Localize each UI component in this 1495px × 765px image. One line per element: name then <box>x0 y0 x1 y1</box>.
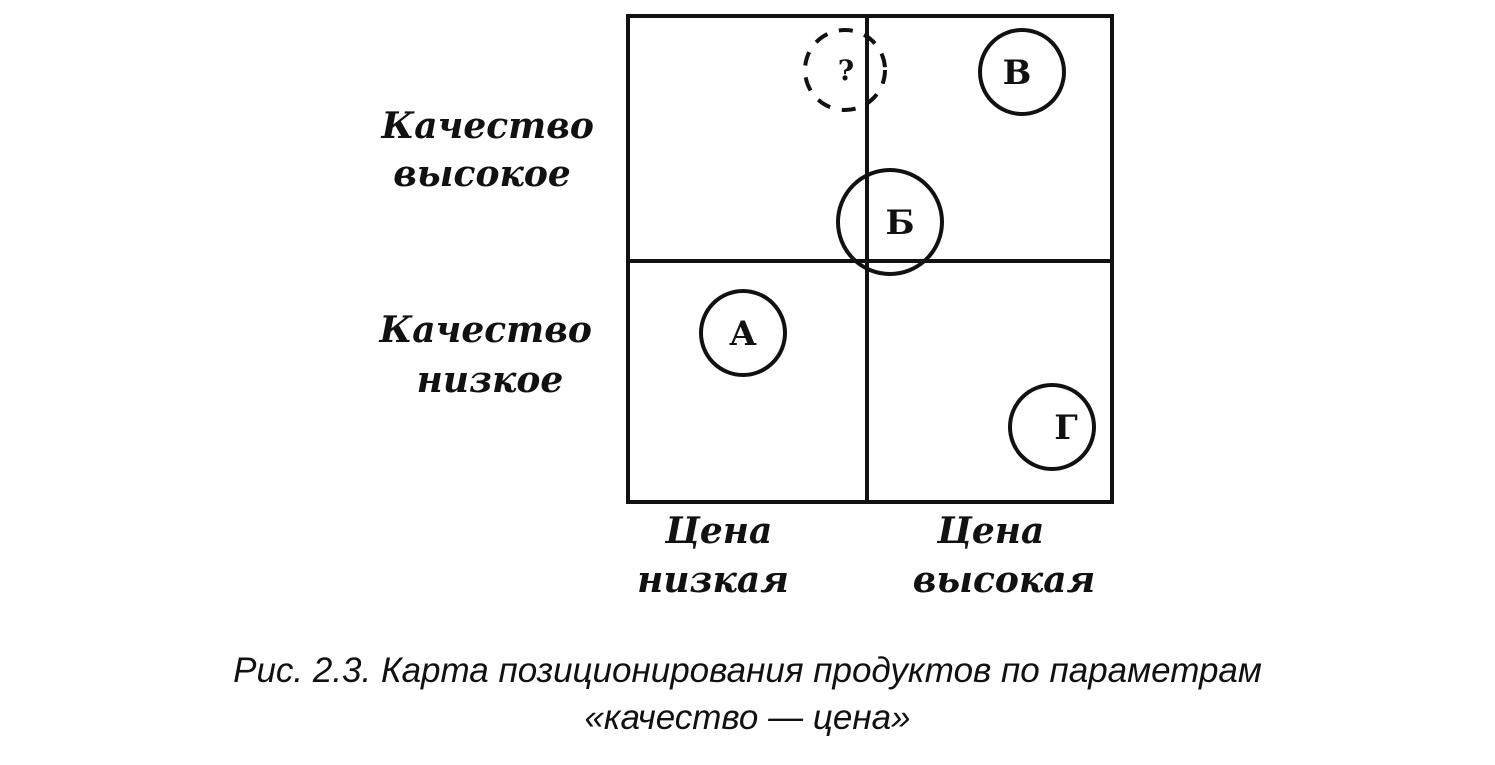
product-unknown-circle <box>803 28 887 112</box>
product-v: В <box>978 28 1066 116</box>
figure-caption-line-1: Рис. 2.3. Карта позиционирования продукт… <box>233 651 1262 690</box>
product-g-label: Г <box>1054 408 1078 448</box>
product-b-circle <box>836 168 944 276</box>
x-label-high: Цена высокая <box>913 510 1096 601</box>
product-a: А <box>699 289 787 377</box>
product-g: Г <box>1008 383 1096 471</box>
product-unknown-label: ? <box>838 54 854 87</box>
x-label-low: Цена низкая <box>637 510 789 601</box>
product-a-circle <box>699 289 787 377</box>
figure-caption-line-2: «качество — цена» <box>584 698 911 737</box>
y-label-low: Качество низкое <box>379 309 605 401</box>
product-b: Б <box>836 168 944 276</box>
product-v-circle <box>978 28 1066 116</box>
product-g-circle <box>1008 383 1096 471</box>
product-unknown: ? <box>803 28 887 112</box>
product-b-label: Б <box>885 203 914 243</box>
product-a-label: А <box>729 314 757 354</box>
product-v-label: В <box>1003 53 1032 93</box>
y-label-high: Качество высокое <box>381 105 607 195</box>
